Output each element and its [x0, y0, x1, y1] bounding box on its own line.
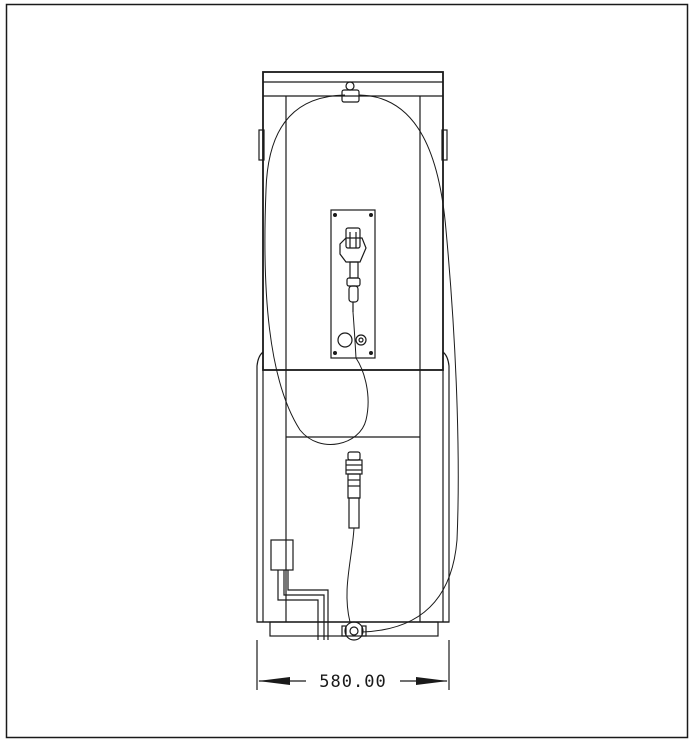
arrowhead-left — [258, 677, 290, 685]
top-fitting — [341, 81, 360, 103]
dimension-value: 580.00 — [319, 672, 386, 692]
junction-box — [270, 539, 329, 640]
hoses — [264, 94, 459, 633]
arrowhead-right — [416, 677, 448, 685]
bottom-fitting — [341, 621, 367, 641]
nozzle-holster-panel — [330, 209, 376, 359]
sheet-border — [5, 3, 689, 739]
upper-cabinet — [258, 71, 448, 437]
width-dimension: 580.00 — [256, 640, 450, 692]
lower-valve-assembly — [345, 451, 363, 529]
